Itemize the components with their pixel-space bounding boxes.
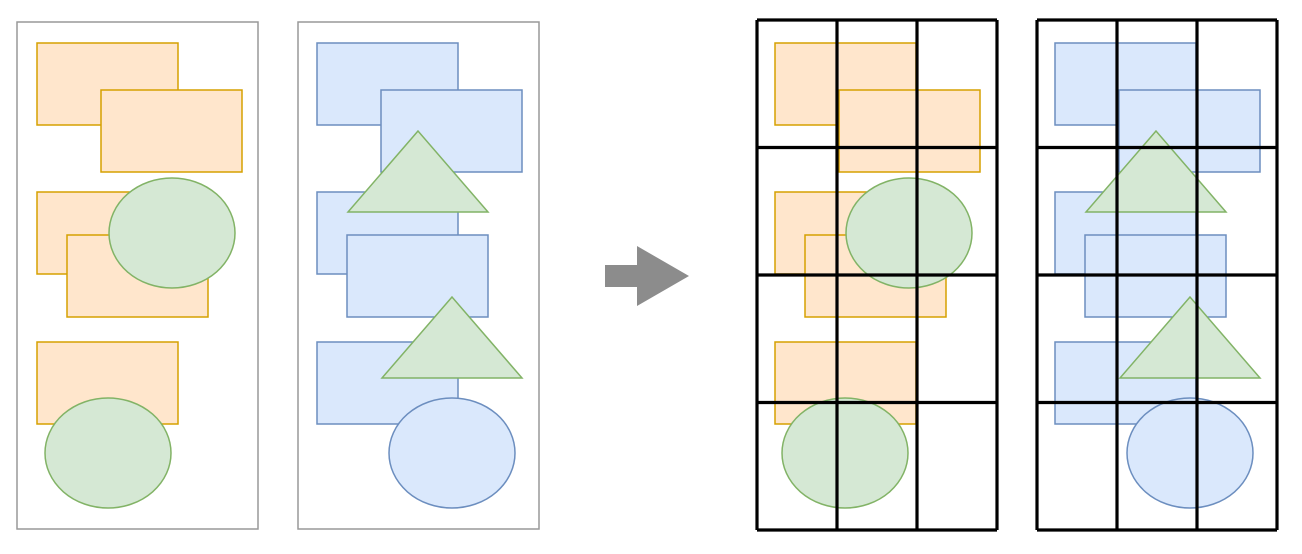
green-ellipse xyxy=(845,177,973,289)
left-panel-a xyxy=(16,21,259,530)
green-ellipse xyxy=(108,177,236,289)
blue-ellipse xyxy=(388,397,516,509)
blue-ellipse xyxy=(1126,397,1254,509)
panel-b-shapes xyxy=(316,42,524,509)
green-triangle xyxy=(346,129,490,213)
blue-rectangle xyxy=(346,234,489,318)
right-arrow-icon xyxy=(605,246,689,306)
green-ellipse xyxy=(44,397,172,509)
left-panel-b xyxy=(297,21,540,530)
green-triangle xyxy=(1118,295,1262,379)
right-panel-b xyxy=(1035,18,1279,532)
green-triangle xyxy=(380,295,524,379)
panel-a-shapes xyxy=(36,42,243,509)
right-panel-a xyxy=(755,18,999,532)
green-ellipse xyxy=(781,397,909,509)
grid-overlay xyxy=(755,18,999,532)
grid-overlay xyxy=(1035,18,1279,532)
orange-rectangle xyxy=(100,89,243,173)
green-triangle xyxy=(1084,129,1228,213)
orange-rectangle xyxy=(838,89,981,173)
